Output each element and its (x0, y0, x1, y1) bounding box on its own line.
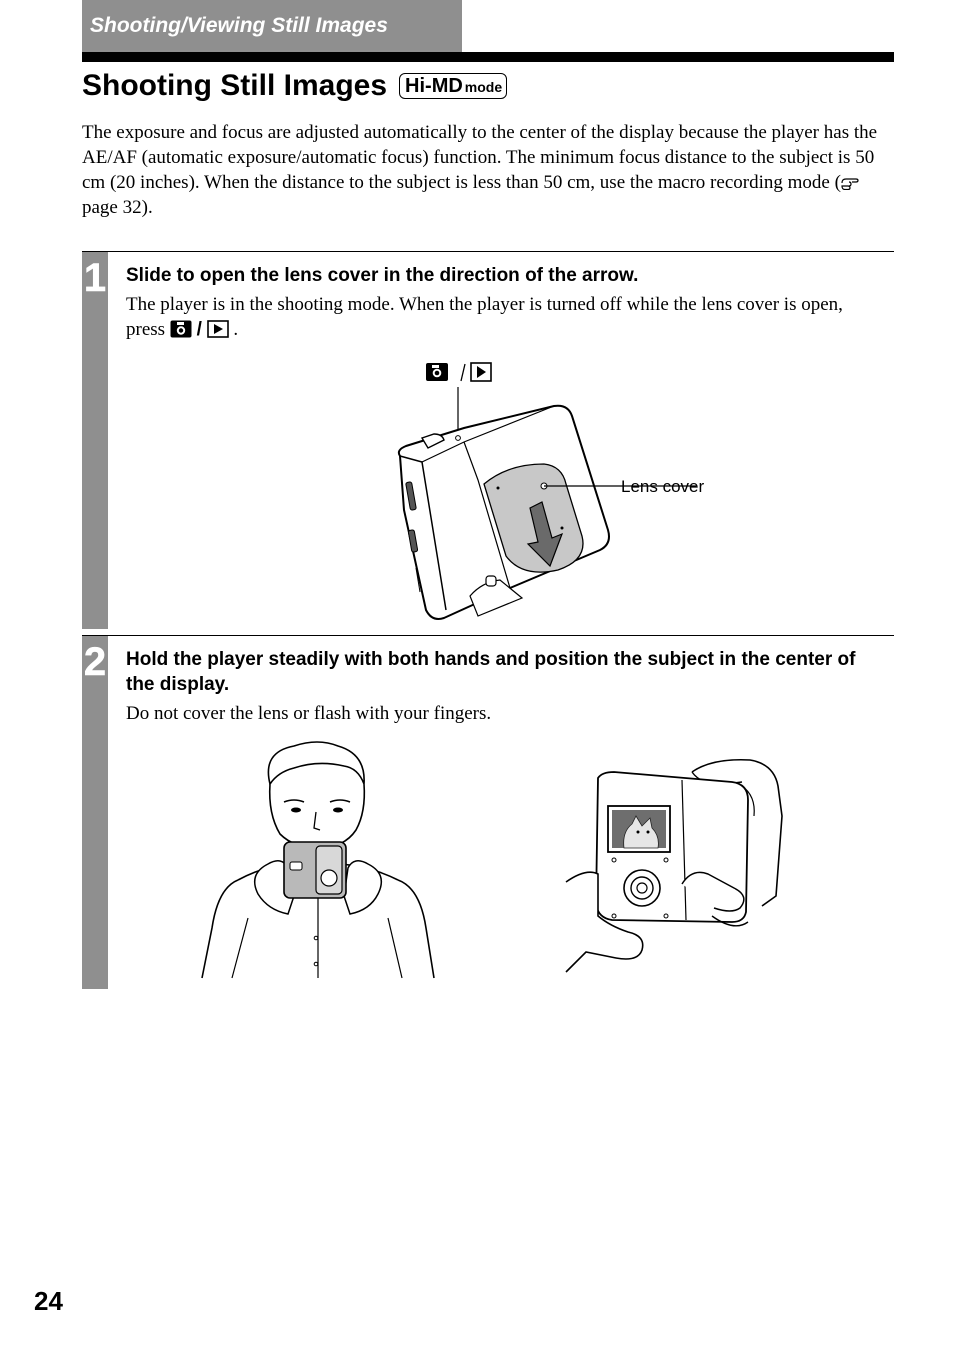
step-2: 2 Hold the player steadily with both han… (82, 635, 894, 989)
step-2-heading: Hold the player steadily with both hands… (126, 649, 856, 695)
hi-md-mode-badge: Hi-MD mode (399, 73, 508, 99)
step-1-body-text: The player is in the shooting mode. When… (126, 294, 843, 340)
step-2-bar (82, 636, 108, 989)
hands-holding-player-closeup-illustration (565, 758, 783, 973)
mode-badge-main: Hi-MD (405, 75, 463, 97)
step-1-body-end: . (228, 319, 239, 340)
step-1-body: The player is in the shooting mode. When… (126, 292, 886, 342)
step-1-icon-separator: / (196, 319, 202, 340)
step-1: 1 Slide to open the lens cover in the di… (82, 251, 894, 629)
step-1-heading: Slide to open the lens cover in the dire… (126, 265, 639, 286)
step-2-number: 2 (83, 640, 107, 685)
camera-play-button-label (426, 362, 492, 436)
mode-badge-sub: mode (464, 79, 503, 95)
person-holding-player-illustration (201, 741, 435, 979)
camera-icon (170, 320, 192, 338)
header-rule (82, 52, 894, 62)
intro-ref-text: page 32). (82, 197, 153, 218)
page-number: 24 (34, 1286, 63, 1316)
step-1-number: 1 (83, 256, 107, 301)
page-title: Shooting Still Images Hi-MD mode (82, 66, 508, 106)
page-title-text: Shooting Still Images (82, 69, 388, 102)
lens-cover-callout: Lens cover (621, 477, 705, 496)
section-tab: Shooting/Viewing Still Images (82, 0, 462, 52)
play-icon (206, 320, 229, 338)
step-1-bar (82, 252, 108, 629)
pointing-hand-icon (841, 178, 859, 190)
intro-paragraph: The exposure and focus are adjusted auto… (82, 120, 894, 220)
section-label: Shooting/Viewing Still Images (90, 14, 388, 37)
step-2-body: Do not cover the lens or flash with your… (126, 703, 492, 724)
intro-text: The exposure and focus are adjusted auto… (82, 122, 878, 193)
player-lens-cover-illustration (397, 362, 696, 620)
